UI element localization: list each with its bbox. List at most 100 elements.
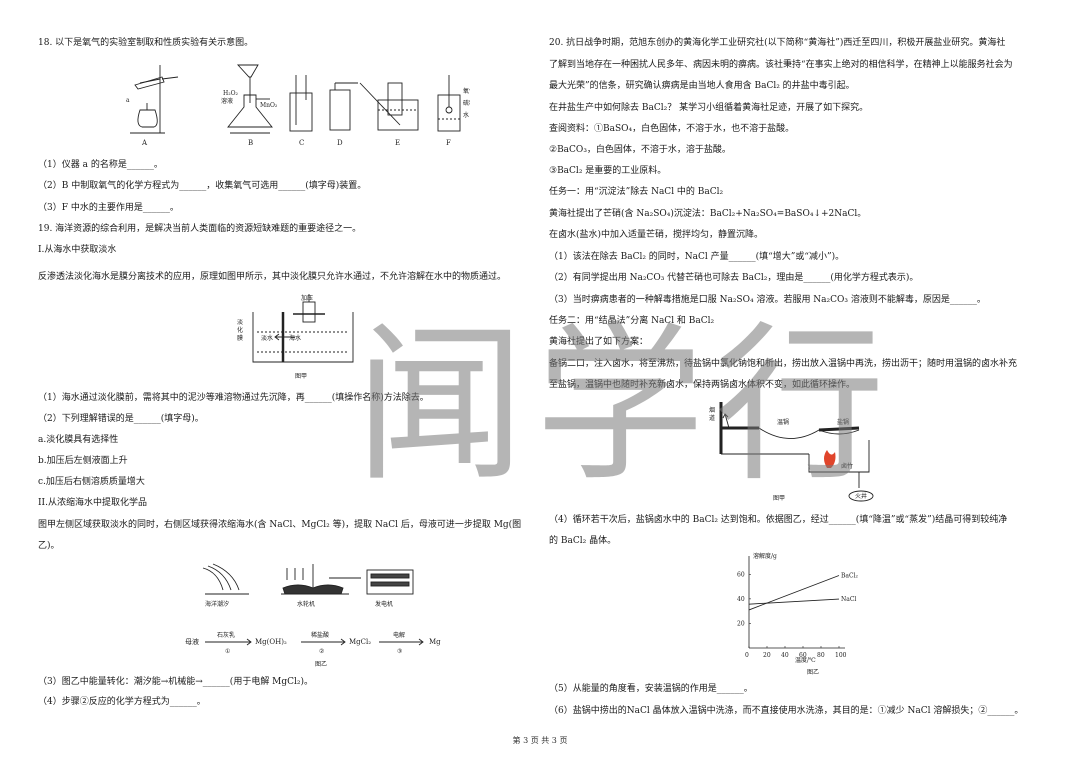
q20-line3: 最大光荣”的信条，研究确认痹病是由当地人食用含 BaCl₂ 的井盐中毒引起。	[549, 81, 855, 91]
q18-sub1: （1）仪器 a 的名称是______。	[38, 160, 163, 170]
chart-series-line	[748, 575, 840, 611]
fig-pots-caption: 图甲	[773, 495, 785, 502]
q19-opt-b: b.加压后左侧液面上升	[38, 456, 128, 466]
chart-series-label: NaCl	[841, 596, 856, 603]
q19-flow-figure: 海洋潮汐 水轮机 发电机 母液 石灰乳 ① Mg(OH)₂ 稀盐酸 ② MgCl…	[185, 563, 441, 668]
fig-bamboo: 卤竹	[841, 462, 853, 470]
q19-opt-c: c.加压后右侧溶质质量增大	[38, 477, 145, 487]
flow-step3-reagent: 电解	[393, 631, 405, 639]
apparatus-label-d: D	[337, 139, 343, 147]
fig-sea-water: 海水	[289, 334, 301, 342]
page-footer: 第 3 页 共 3 页	[512, 736, 568, 745]
q18-apparatus-figure: a H₂O₂ 溶液 MnO₂ 氧气 硫粉 水 A B C D E F	[126, 64, 470, 147]
q20-info3: ③BaCl₂ 是重要的工业原料。	[549, 166, 667, 176]
fig-membrane-1: 淡	[237, 319, 243, 326]
flow-step2-reagent: 稀盐酸	[311, 631, 329, 639]
flow-step1-reagent: 石灰乳	[217, 631, 235, 639]
q20-sub1: （1）该法在除去 BaCl₂ 的同时，NaCl 产量______(填“增大”或“…	[549, 252, 845, 262]
fig-f-water: 水	[463, 111, 469, 119]
flow-mid2: MgCl₂	[349, 638, 371, 646]
chart-x-tick-label: 100	[835, 652, 847, 659]
q19-part2: II.从浓缩海水中提取化学品	[38, 498, 147, 508]
q20-sub5: （5）从能量的角度看，安装温锅的作用是______。	[549, 684, 753, 694]
fig-tide: 海洋潮汐	[205, 600, 229, 608]
q20-task1-b: 在卤水(盐水)中加入适量芒硝，搅拌均匀，静置沉降。	[549, 230, 764, 240]
fig-membrane-3: 膜	[237, 334, 243, 342]
q20-task1: 任务一：用“沉淀法”除去 NaCl 中的 BaCl₂	[549, 187, 724, 197]
chart-x-tick-label: 0	[745, 652, 749, 659]
fig-chimney-2: 道	[709, 414, 715, 422]
flow-step1-no: ①	[225, 648, 230, 655]
flow-step2-no: ②	[319, 648, 324, 655]
flow-mid1: Mg(OH)₂	[255, 638, 287, 646]
chart-x-tick-label: 60	[799, 652, 807, 659]
fig-f-oxygen: 氧气	[463, 87, 470, 95]
fig-a-label: a	[126, 97, 130, 104]
q20-sub3: （3）当时痹病患者的一种解毒措施是口服 Na₂SO₄ 溶液。若服用 Na₂CO₃…	[549, 295, 986, 305]
fig-chimney-1: 烟	[709, 406, 715, 414]
q20-task2-b2: 至盐锅，温锅中也随时补充新卤水，保持两锅卤水体积不变，如此循环操作。	[549, 380, 856, 390]
chart-x-tick-label: 40	[781, 652, 789, 659]
q19-sub2: （2）下列理解错误的是______(填字母)。	[38, 414, 204, 424]
chart-x-tick-label: 20	[763, 652, 771, 659]
fig-b-solution: 溶液	[221, 97, 233, 105]
fig-turbine: 水轮机	[297, 600, 315, 608]
q19-title: 19. 海洋资源的综合利用，是解决当前人类面临的资源短缺难题的重要途径之一。	[38, 224, 362, 234]
q19-opt-a: a.淡化膜具有选择性	[38, 435, 119, 445]
q19-intro2-line2: 乙)。	[38, 541, 60, 551]
q19-sub4: （4）步骤②反应的化学方程式为______。	[38, 697, 206, 707]
right-column: 20. 抗日战争时期，范旭东创办的黄海化学工业研究社(以下简称“黄海社”)西迁至…	[549, 0, 1049, 764]
apparatus-label-b: B	[248, 139, 253, 147]
q19-sub1: （1）海水通过淡化膜前，需将其中的泥沙等难溶物通过先沉降，再______(填操作…	[38, 393, 429, 403]
q20-info2: ②BaCO₃，白色固体，不溶于水，溶于盐酸。	[549, 145, 731, 155]
fig-fire-well: 火井	[855, 492, 867, 500]
chart-series-label: BaCl₂	[841, 573, 858, 580]
q20-task2: 任务二：用“结晶法”分离 NaCl 和 BaCl₂	[549, 316, 715, 326]
fig2-caption: 图乙	[315, 661, 327, 668]
fig-membrane-2: 化	[237, 326, 243, 334]
flow-start: 母液	[185, 637, 199, 646]
chart-xlabel: 温度/℃	[795, 656, 816, 664]
chart-caption: 图乙	[807, 669, 819, 676]
fig-pressure: 加压	[301, 294, 313, 302]
q20-info1: 查阅资料：①BaSO₄，白色固体，不溶于水，也不溶于盐酸。	[549, 124, 795, 134]
fig-b-mno2: MnO₂	[260, 102, 278, 109]
q19-intro2-line1: 图甲左侧区域获取淡水的同时，右侧区域获得浓缩海水(含 NaCl、MgCl₂ 等)…	[38, 520, 522, 530]
q19-membrane-figure: 加压 淡 化 膜 淡水 海水 图甲	[237, 294, 354, 380]
q19-part1: I.从海水中获取淡水	[38, 245, 117, 255]
apparatus-label-f: F	[446, 139, 451, 147]
fig-b-h2o2: H₂O₂	[223, 90, 239, 97]
chart-y-tick-label: 20	[737, 620, 745, 627]
flow-end: Mg	[429, 638, 441, 646]
chart-ylabel: 溶解度/g	[753, 552, 777, 560]
fig-fresh-water: 淡水	[261, 334, 273, 342]
q20-pots-figure: 烟 道 温锅 盐锅 卤竹 火井 图甲	[709, 402, 874, 502]
q20-sub4-line1: （4）循环若干次后，盐锅卤水中的 BaCl₂ 达到饱和。依据图乙，经过_____…	[549, 515, 1008, 525]
apparatus-label-c: C	[299, 139, 304, 147]
solubility-chart: 溶解度/g 温度/℃ 图乙 0 20 40 60 80 100 20 40 60 BaCl₂ NaC…	[737, 552, 858, 676]
q20-task2-b1: 备锅二口，注入卤水，将至沸热，待盐锅中氯化钠饱和析出，捞出放入温锅中再洗，捞出沥…	[549, 359, 1018, 369]
fig-f-sulfur: 硫粉	[463, 99, 470, 107]
q20-sub2: （2）有同学提出用 Na₂CO₃ 代替芒硝也可除去 BaCl₂，理由是_____…	[549, 273, 919, 283]
chart-y-tick-label: 60	[737, 571, 745, 578]
q18-sub3: （3）F 中水的主要作用是______。	[38, 203, 179, 213]
fig-membrane-caption: 图甲	[295, 373, 307, 380]
q19-intro: 反渗透法淡化海水是膜分离技术的应用，原理如图甲所示，其中淡化膜只允许水通过，不允…	[38, 272, 507, 282]
q20-line4: 在井盐生产中如何除去 BaCl₂？ 某学习小组循着黄海社足迹，开展了如下探究。	[549, 103, 869, 113]
q20-sub4-line2: 的 BaCl₂ 晶体。	[549, 536, 617, 546]
q20-line2: 了解到当地存在一种困扰人民多年、病因未明的痹病。该社秉持“在事实上绝对的相信科学…	[549, 60, 1013, 70]
left-column: 18. 以下是氧气的实验室制取和性质实验有关示意图。	[38, 0, 538, 764]
apparatus-label-a: A	[141, 139, 148, 147]
q19-sub3: （3）图乙中能量转化：潮汐能→机械能→______(用于电解 MgCl₂)。	[38, 677, 314, 687]
fig-salt-pot: 盐锅	[837, 418, 849, 426]
q20-task2-a: 黄海社提出了如下方案：	[549, 337, 649, 347]
q20-task1-a: 黄海社提出了芒硝(含 Na₂SO₄)沉淀法：BaCl₂+Na₂SO₄=BaSO₄…	[549, 209, 867, 219]
chart-series-line	[748, 598, 840, 605]
q20-line1: 20. 抗日战争时期，范旭东创办的黄海化学工业研究社(以下简称“黄海社”)西迁至…	[549, 38, 1006, 48]
chart-x-tick-label: 80	[817, 652, 825, 659]
flow-step3-no: ③	[397, 648, 402, 655]
q18-sub2: （2）B 中制取氧气的化学方程式为______，收集氧气可选用______(填字…	[38, 181, 367, 191]
apparatus-label-e: E	[395, 139, 400, 147]
chart-y-tick-label: 40	[737, 596, 745, 603]
